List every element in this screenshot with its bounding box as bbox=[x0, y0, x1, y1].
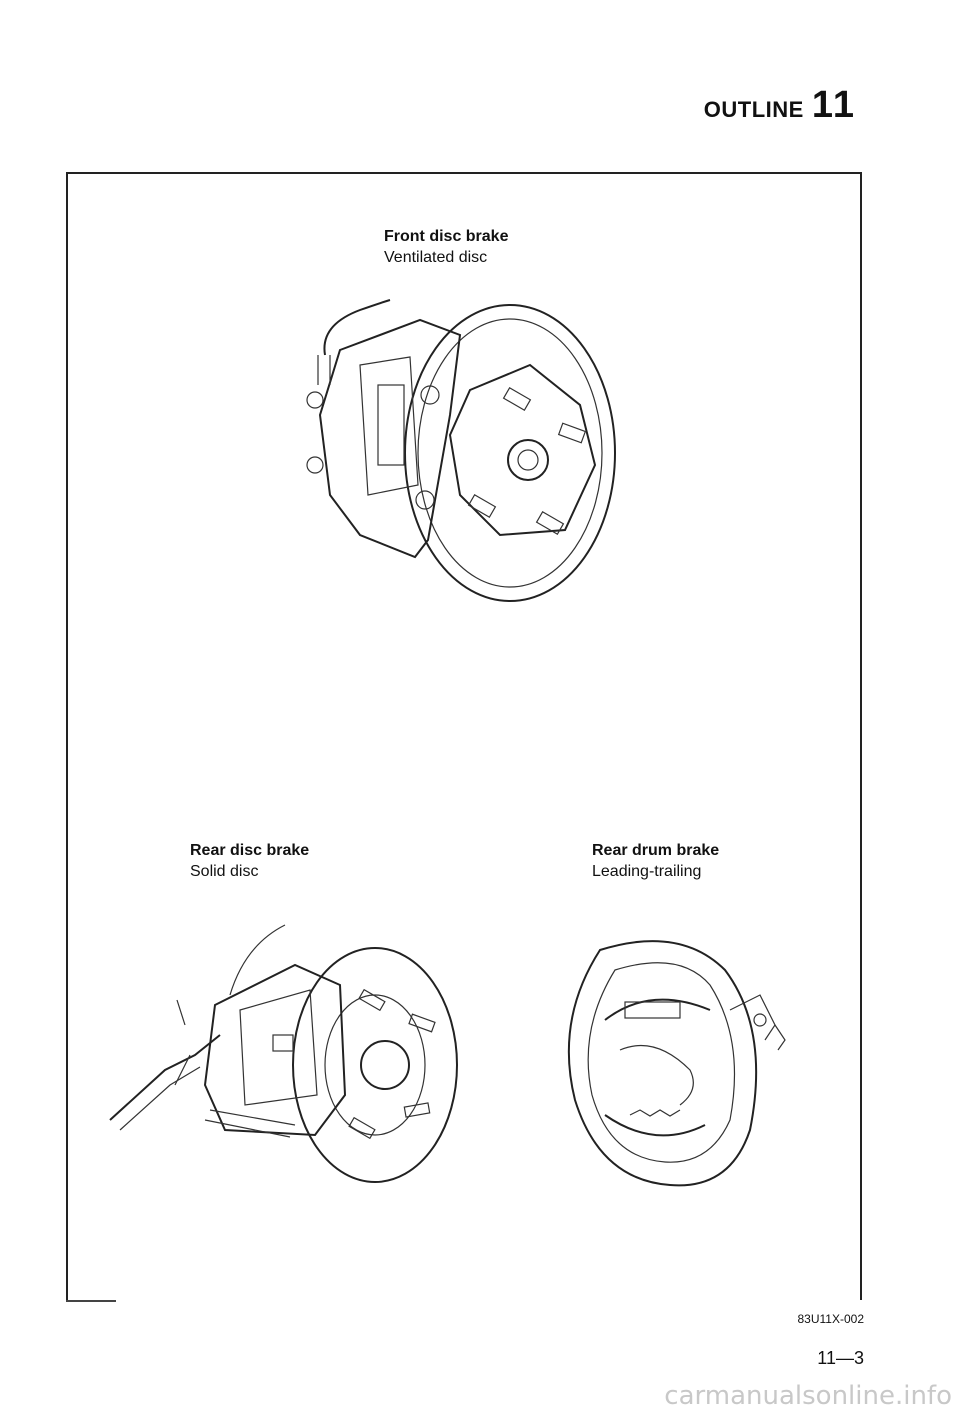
frame-bottom-tick bbox=[66, 1300, 116, 1302]
figure-frame bbox=[66, 172, 862, 1300]
rear-drum-brake-illustration bbox=[567, 940, 786, 1187]
section-word: OUTLINE bbox=[703, 97, 804, 122]
section-header: OUTLINE 11 bbox=[704, 84, 856, 127]
section-number: 11 bbox=[811, 84, 856, 126]
rear-disc-brake-title: Rear disc brake bbox=[190, 842, 310, 859]
front-disc-brake-illustration bbox=[306, 299, 616, 602]
rear-disc-brake-illustration bbox=[109, 924, 458, 1183]
front-brake-caption: Front disc brake Ventilated disc bbox=[384, 226, 508, 268]
page-number: 11—3 bbox=[817, 1348, 864, 1368]
rear-drum-brake-caption: Rear drum brake Leading-trailing bbox=[592, 840, 719, 882]
figure-reference-code: 83U11X-002 bbox=[797, 1312, 865, 1326]
site-watermark: carmanualsonline.info bbox=[664, 1381, 952, 1411]
front-brake-title: Front disc brake bbox=[384, 228, 509, 245]
rear-disc-brake-caption: Rear disc brake Solid disc bbox=[190, 840, 309, 882]
rear-drum-brake-subtitle: Leading-trailing bbox=[592, 863, 702, 880]
rear-drum-brake-title: Rear drum brake bbox=[592, 842, 720, 859]
front-brake-subtitle: Ventilated disc bbox=[384, 249, 488, 266]
rear-disc-brake-subtitle: Solid disc bbox=[190, 863, 259, 880]
